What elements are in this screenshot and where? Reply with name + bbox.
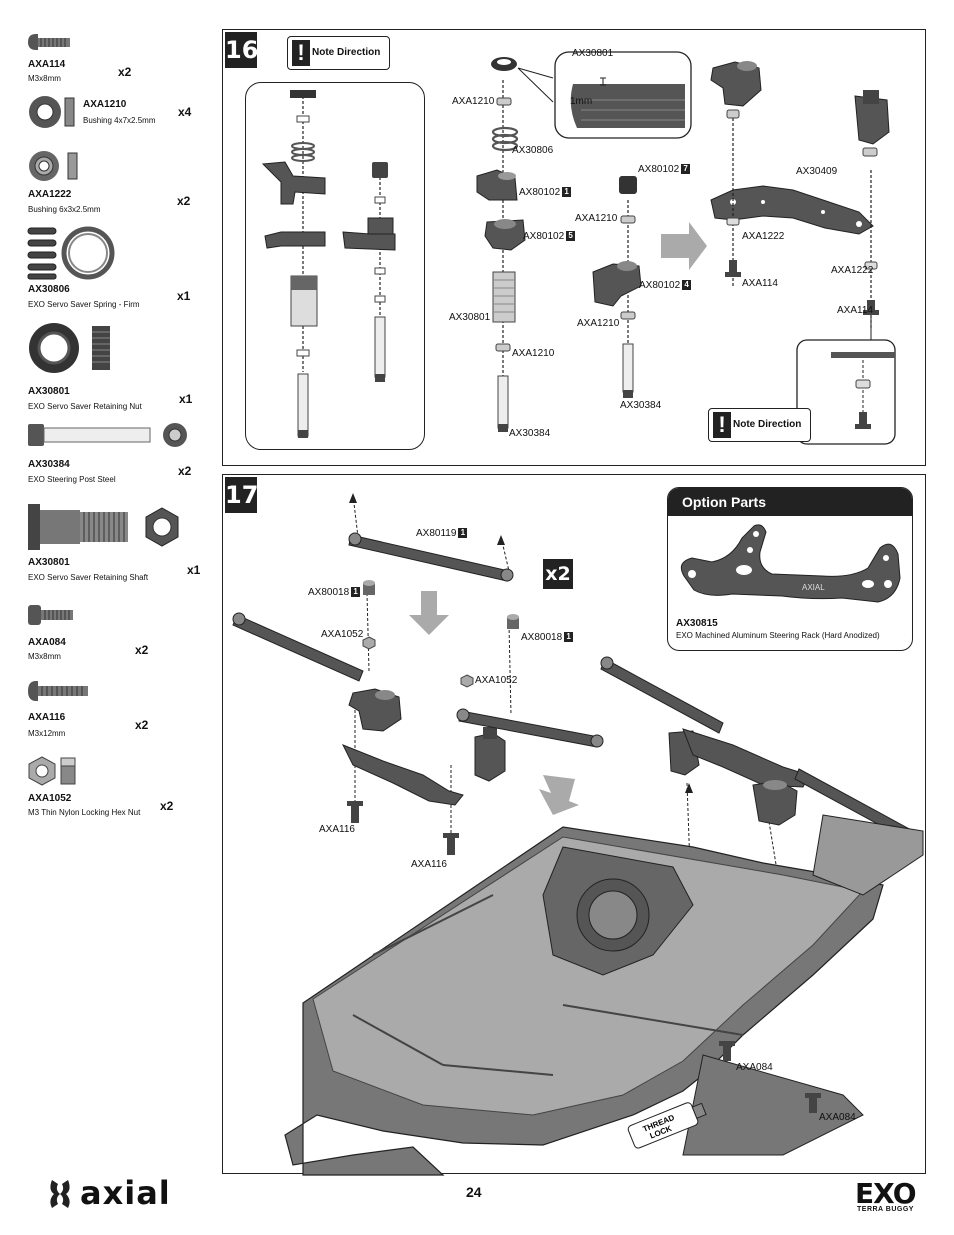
callout-label: AXA1210 [577,318,620,329]
exclamation-icon: ! [292,40,310,66]
servo-saver-detail-drawing [261,90,396,438]
part-qty: x2 [118,65,132,79]
callout-label: AXA084 [736,1062,773,1073]
part-code: AXA116 [28,712,66,723]
option-parts-title: Option Parts [668,488,912,516]
steering-assembly-drawing: THREAD LOCK [232,493,924,1176]
retaining-nut-icon [29,323,110,373]
callout-label: AX30409 [796,166,838,177]
callout-label: AXA1210 [512,348,555,359]
button-head-screw-icon [28,34,70,50]
part-code: AXA1222 [28,189,72,200]
part-desc: Bushing 6x3x2.5mm [28,205,101,214]
part-code: AX30801 [28,557,70,568]
axial-wordmark: axial [80,1174,171,1212]
callout-label: AXA116 [411,859,447,870]
part-qty: x1 [177,289,191,303]
callout-label: AXA114 [742,278,778,289]
step-17-panel: 17 x2 Option Parts AXIAL AX30815 EXO Mac… [222,474,926,1176]
callout-label: AXA084 [819,1112,856,1123]
part-qty: x2 [178,464,192,478]
part-code: AXA1210 [83,99,127,110]
part-code: AX30806 [28,284,70,295]
part-desc: EXO Servo Saver Retaining Shaft [28,573,149,582]
part-qty: x2 [160,799,174,813]
callout-label: AX30384 [509,428,551,439]
spring-icon [27,226,115,280]
part-qty: x2 [135,643,149,657]
part-desc: M3x8mm [28,652,61,661]
step-number: 16 [225,32,258,68]
part-desc: M3 Thin Nylon Locking Hex Nut [28,808,141,817]
multiplier-badge: x2 [543,559,573,589]
part-qty: x2 [177,194,191,208]
aluminum-steering-rack-image: AXIAL [680,524,901,603]
bushing-icon [29,151,78,181]
part-desc: EXO Servo Saver Spring - Firm [28,300,140,309]
callout-label: AXA114 [837,305,873,316]
callout-label: AXA1052 [475,675,518,686]
steering-post-icon [28,423,187,447]
part-code: AX30801 [28,386,70,397]
option-parts-box: Option Parts AXIAL AX30815 EXO Machined … [667,487,913,651]
exo-logo-sub: TERRA BUGGY [857,1206,914,1213]
part-desc: M3x12mm [28,729,66,738]
callout-label: AX30801 [572,48,614,59]
option-part-code: AX30815 [676,618,718,629]
zoom-dimension-label: 1mm [570,96,593,107]
cap-head-screw-icon [28,605,73,625]
callout-label: AX30801 [449,312,491,323]
axial-logo-icon [50,1180,70,1208]
callout-label: AXA1222 [831,265,874,276]
exclamation-icon: ! [713,412,731,438]
note-direction-bottom: ! Note Direction [708,408,811,442]
part-qty: x2 [135,718,149,732]
part-desc: M3x8mm [28,74,61,83]
part-code: AXA114 [28,59,66,70]
rack-engraving: AXIAL [802,583,825,592]
button-head-screw-icon [28,681,88,701]
part-desc: EXO Steering Post Steel [28,475,116,484]
callout-label: AXA1210 [575,213,618,224]
part-desc: Bushing 4x7x2.5mm [83,116,156,125]
part-desc: EXO Servo Saver Retaining Nut [28,402,142,411]
page-number: 24 [466,1184,482,1200]
detail-inset [245,82,425,450]
note-text: Note Direction [733,419,802,430]
servo-saver-exploded-drawing [476,51,896,445]
callout-label: AXA1210 [452,96,495,107]
step-number: 17 [225,477,258,513]
callout-label: AXA1222 [742,231,785,242]
part-code: AXA084 [28,637,66,648]
retaining-shaft-icon [28,504,179,550]
part-code: AX30384 [28,459,70,470]
callout-label: AXA116 [319,824,355,835]
part-qty: x4 [178,105,192,119]
bushing-direction-detail [831,352,895,429]
option-part-desc: EXO Machined Aluminum Steering Rack (Har… [676,631,880,640]
part-qty: x1 [179,392,193,406]
callout-label: AXA1052 [321,629,364,640]
note-direction-top: ! Note Direction [287,36,390,70]
bushing-icon [29,96,75,128]
note-text: Note Direction [312,47,381,58]
part-qty: x1 [187,563,201,577]
step-16-panel: 16 ! Note Direction [222,29,926,466]
hex-nut-icon [28,756,76,786]
exo-logo: EXO [855,1177,917,1210]
callout-label: AX30384 [620,400,662,411]
part-code: AXA1052 [28,793,72,804]
callout-label: AX30806 [512,145,554,156]
